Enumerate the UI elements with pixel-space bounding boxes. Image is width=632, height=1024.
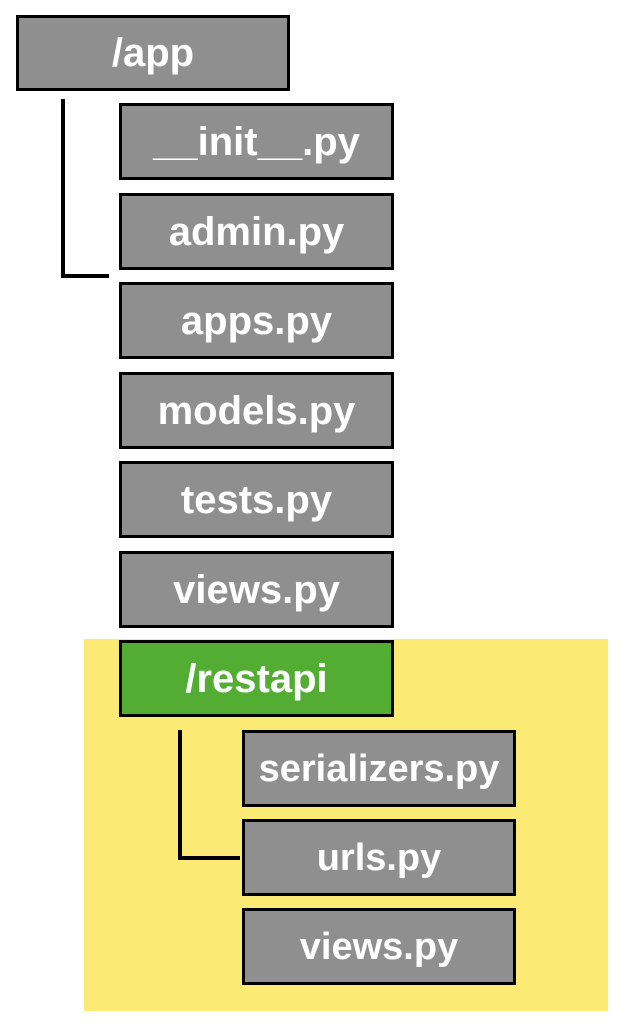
restapi-connector-vertical xyxy=(178,730,182,860)
app-connector-vertical xyxy=(61,99,65,278)
restapi-connector-horizontal xyxy=(178,856,240,860)
folder-label: /restapi xyxy=(185,656,328,701)
file-label: views.py xyxy=(299,925,459,968)
file-label: apps.py xyxy=(180,298,333,343)
file-node-urls[interactable]: urls.py xyxy=(242,819,516,896)
folder-node-restapi[interactable]: /restapi xyxy=(119,640,394,717)
file-node-serializers[interactable]: serializers.py xyxy=(242,730,516,807)
folder-label: /app xyxy=(111,31,195,75)
file-label: tests.py xyxy=(180,477,333,522)
folder-node-app[interactable]: /app xyxy=(16,15,290,91)
file-node-tests[interactable]: tests.py xyxy=(119,461,394,538)
file-label: serializers.py xyxy=(258,747,500,790)
file-node-apps[interactable]: apps.py xyxy=(119,282,394,359)
file-node-admin[interactable]: admin.py xyxy=(119,193,394,270)
file-node-views[interactable]: views.py xyxy=(119,551,394,628)
file-node-init[interactable]: __init__.py xyxy=(119,103,394,180)
file-label: models.py xyxy=(157,388,356,433)
file-label: admin.py xyxy=(168,209,345,254)
file-label: __init__.py xyxy=(153,119,360,164)
file-node-models[interactable]: models.py xyxy=(119,372,394,449)
file-label: views.py xyxy=(173,567,340,612)
file-node-restapi-views[interactable]: views.py xyxy=(242,908,516,985)
file-label: urls.py xyxy=(316,836,442,879)
app-connector-horizontal xyxy=(61,274,109,278)
